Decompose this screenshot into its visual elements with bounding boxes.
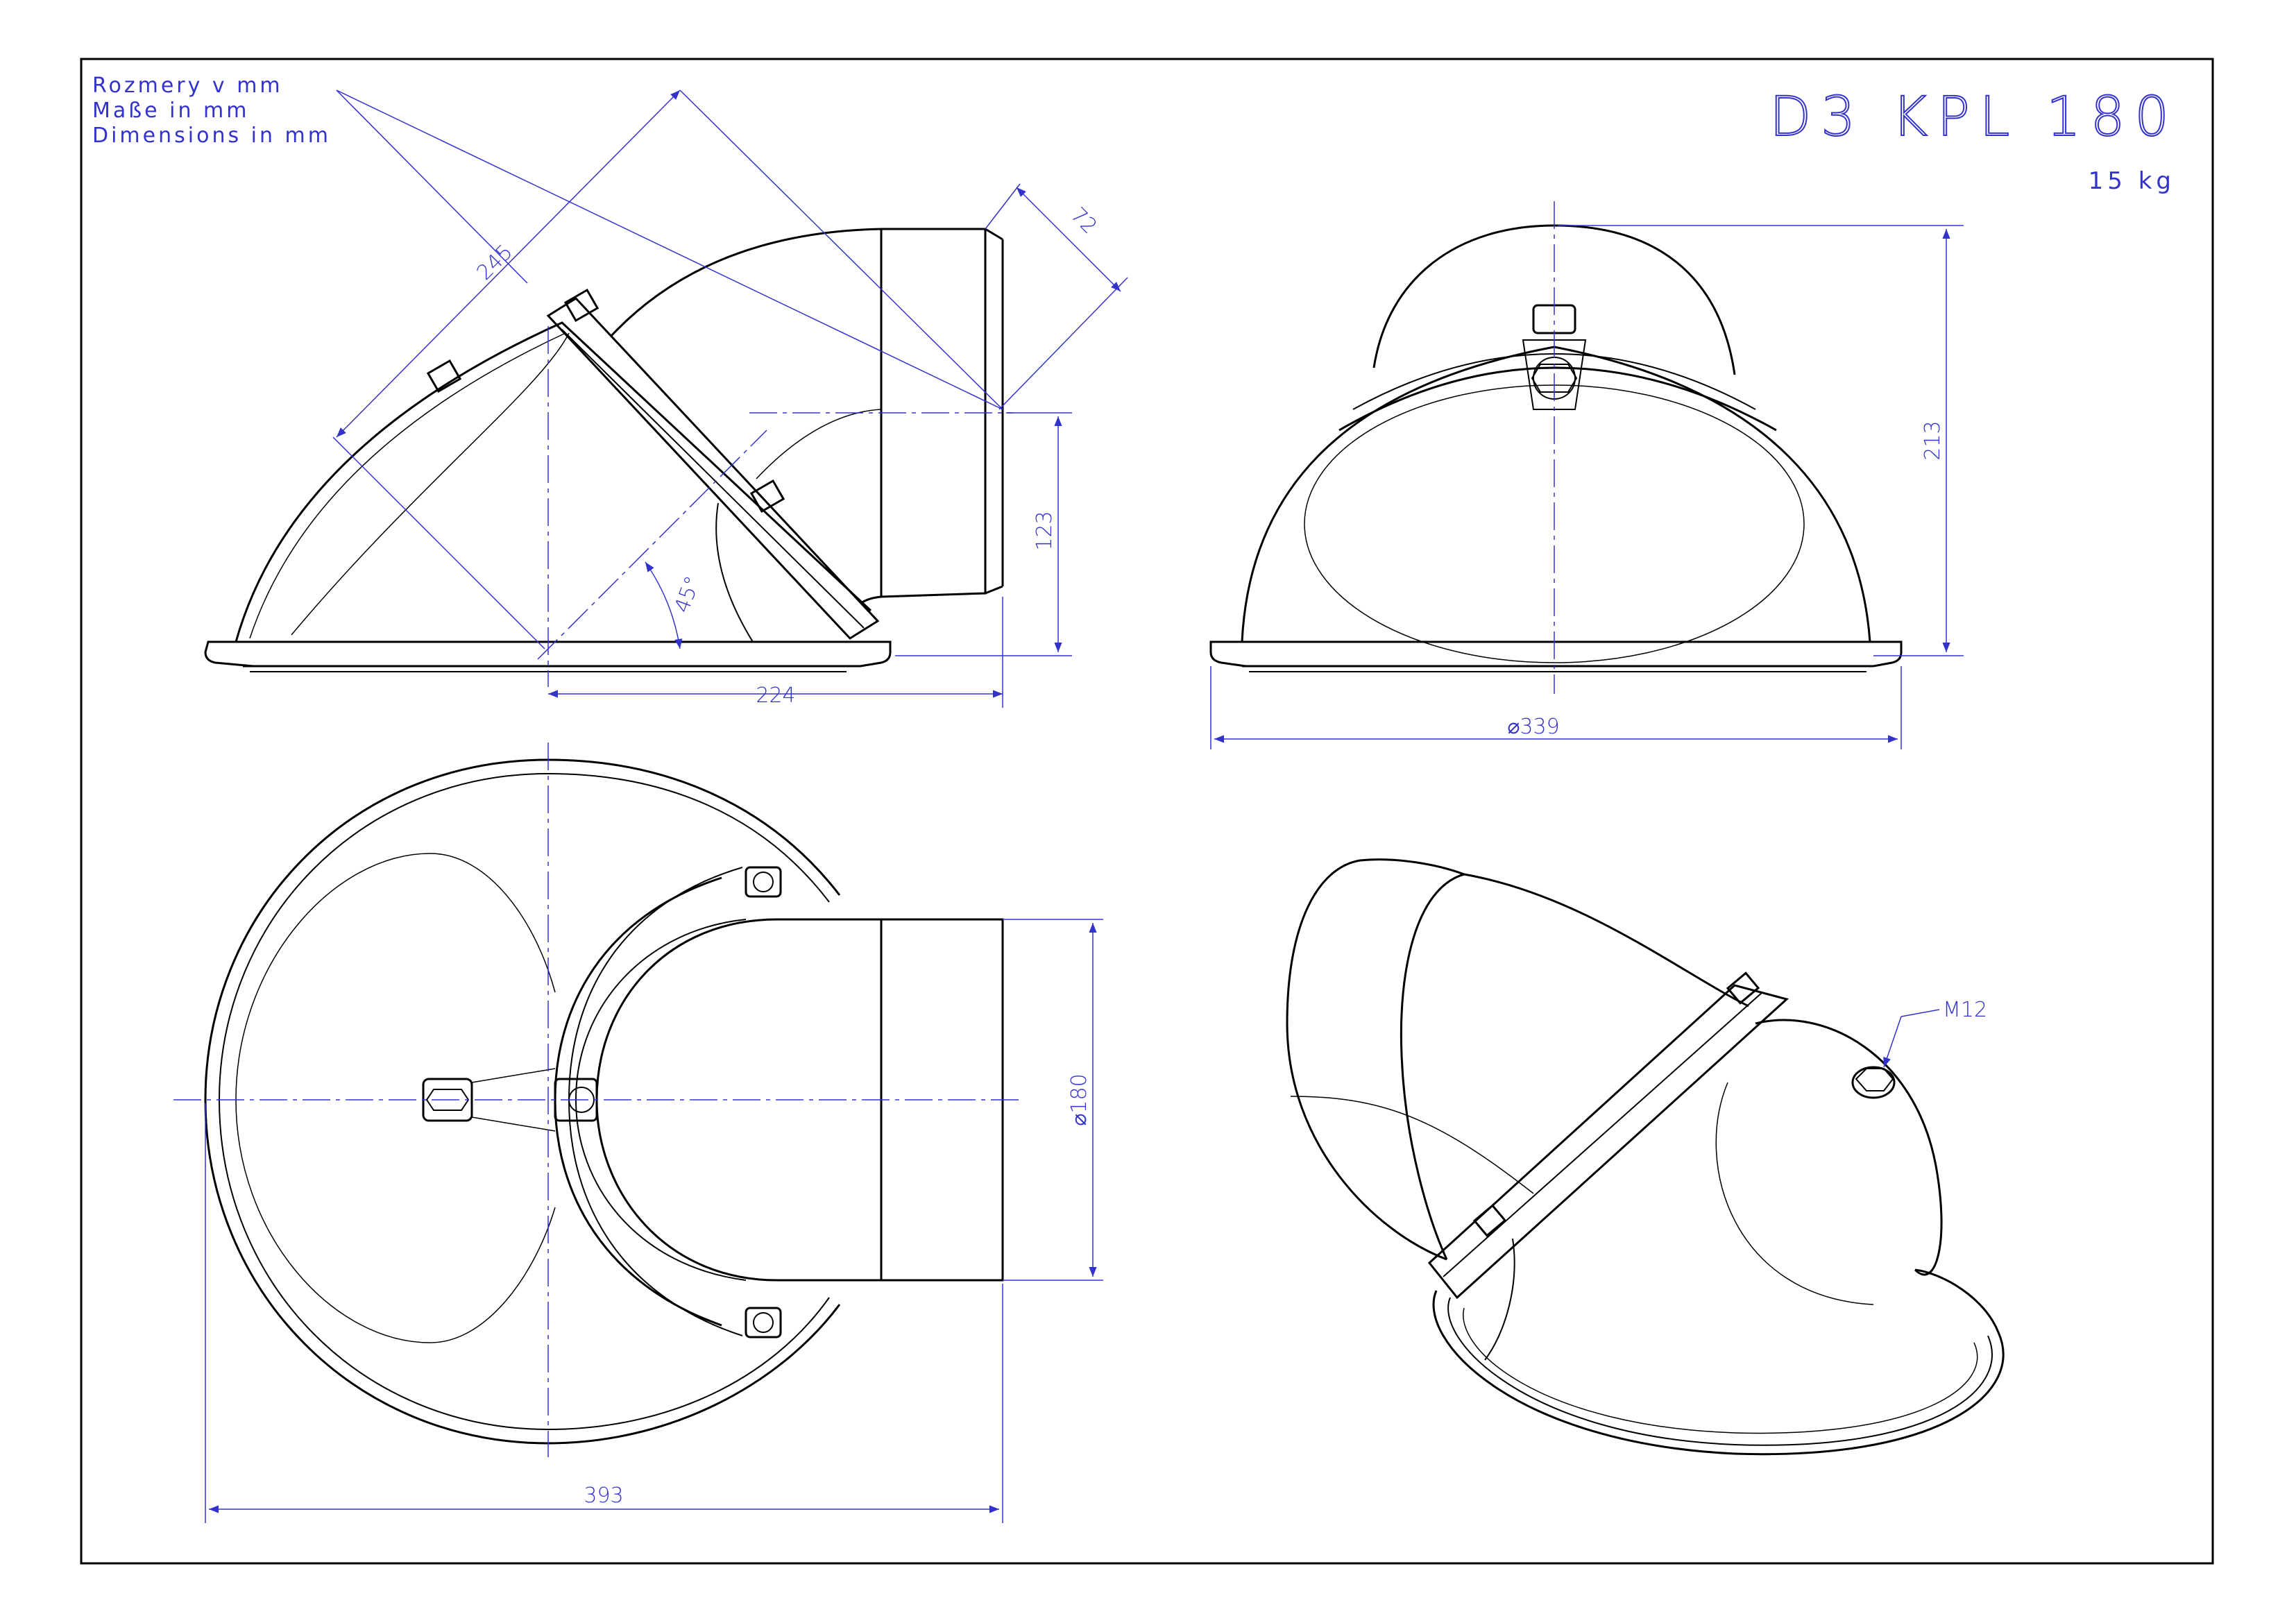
dim-top-180: ⌀180 — [1067, 1073, 1091, 1125]
iso-dome — [1755, 1019, 1943, 1276]
iso-thread-label: M12 — [1943, 998, 1987, 1022]
dim-side-224: 224 — [756, 683, 795, 708]
side-dome — [235, 321, 872, 643]
units-line-sk: Rozmery v mm — [92, 74, 283, 98]
side-clamp-plate — [546, 297, 880, 640]
drawing-title: D3 KPL 180 — [1769, 86, 2179, 148]
iso-callout — [1883, 1009, 1940, 1068]
top-clamp-ring — [554, 876, 722, 1327]
dim-front-213: 213 — [1921, 420, 1945, 460]
dim-top-393: 393 — [584, 1484, 623, 1508]
units-line-de: Maße in mm — [92, 99, 250, 123]
side-view — [204, 228, 1004, 672]
iso-view — [1286, 858, 2005, 1456]
side-base-flange — [204, 640, 892, 668]
dim-side-72: 72 — [1066, 203, 1102, 239]
dim-side-123: 123 — [1032, 511, 1057, 550]
side-dimensions — [332, 90, 1128, 708]
side-elbow — [609, 228, 987, 605]
front-dimensions — [1210, 225, 1964, 749]
front-view — [1209, 224, 1903, 672]
units-line-en: Dimensions in mm — [92, 124, 331, 148]
iso-base — [1432, 1268, 2005, 1456]
top-base-outline — [204, 758, 841, 1445]
top-dimensions — [205, 919, 1103, 1523]
dim-side-angle: 45° — [670, 573, 706, 616]
units-note: Rozmery v mm Maße in mm Dimensions in mm — [92, 74, 331, 148]
dim-front-339: ⌀339 — [1507, 715, 1559, 739]
front-dome — [1241, 346, 1871, 643]
drawing-weight: 15 kg — [2089, 167, 2175, 195]
top-view — [204, 758, 1004, 1445]
dim-side-245: 245 — [473, 240, 518, 285]
iso-elbow — [1286, 858, 1749, 1261]
drawing-frame — [80, 58, 2214, 1565]
iso-clamp-plate — [1427, 984, 1789, 1300]
top-centerlines — [173, 742, 1020, 1457]
